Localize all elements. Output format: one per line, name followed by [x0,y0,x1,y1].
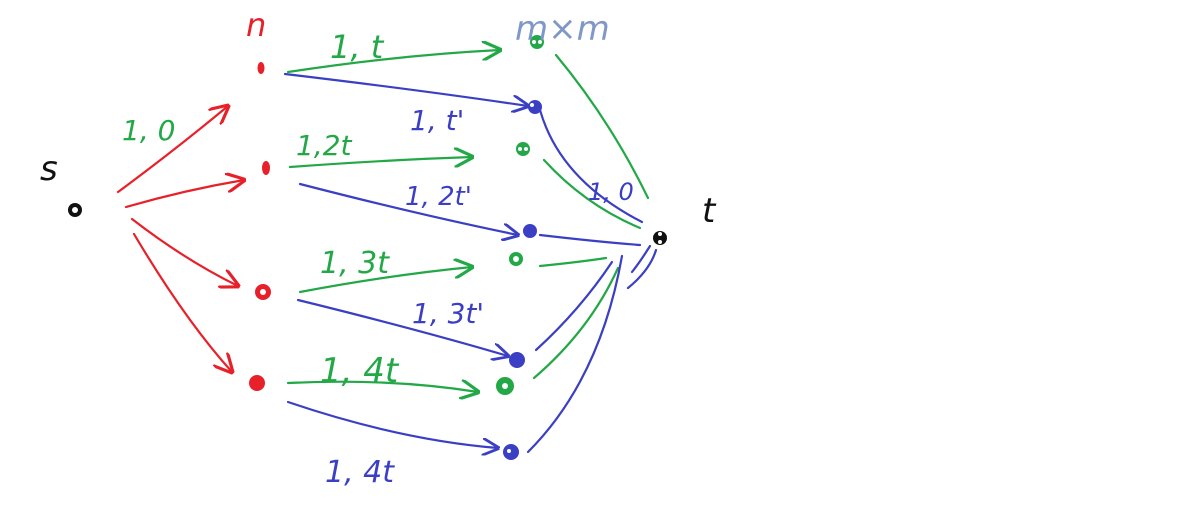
green-edge-label-3: 1, 3t [320,246,390,281]
node-b4 [503,444,519,460]
edge-g4-t [532,266,620,380]
edge-extra-t2 [630,244,652,274]
edge-b1-t [538,108,644,224]
node-n1 [257,62,265,74]
blue-edges [283,72,528,448]
sink-label: t [702,191,717,231]
edge-n4-b4 [286,400,498,448]
green-edges [286,50,500,392]
node-g4 [496,377,514,395]
blue-edge-label-1: 1, t' [410,104,464,137]
edge-n2-g2 [288,157,472,169]
edge-s-n1 [116,106,228,194]
sink-edge-label: 1, 0 [588,178,634,206]
sink-edges [526,53,658,454]
source-edge-label: 1, 0 [122,114,175,147]
green-edge-label-1: 1, t [330,28,385,66]
edge-b3-t [534,260,614,352]
node-g2 [516,142,530,156]
second-layer-green-nodes [496,35,544,395]
sink-node [653,231,667,245]
node-g3 [509,252,523,266]
node-b1 [528,100,542,114]
node-n4 [249,375,265,391]
edge-b4-t [526,254,624,454]
edge-s-n3 [130,217,238,286]
edge-extra-t [626,248,658,290]
edge-g1-t [554,53,650,200]
edge-n1-b1 [283,72,528,106]
edge-s-n4 [132,232,232,372]
node-n3 [255,284,271,300]
node-b3 [509,352,525,368]
blue-edge-label-2: 1, 2t' [405,182,472,212]
edge-n3-g3 [298,267,472,294]
blue-edge-label-3: 1, 3t' [412,297,484,330]
source-node [68,203,82,217]
node-b2 [523,224,537,238]
edge-n1-g1 [286,50,500,74]
node-g1 [530,35,544,49]
edge-n4-g4 [286,382,478,392]
edge-g2-t [542,158,642,230]
edge-s-n2 [124,180,244,209]
edge-b2-t [538,233,642,247]
first-layer-label: n [246,6,266,44]
source-label: s [40,149,58,189]
labels: s t n m×m 1, 0 1, t 1, t' 1,2t 1, 2t' 1,… [40,6,717,490]
edge-g3-t [538,256,608,268]
edge-n3-b3 [296,298,508,356]
first-layer-nodes [249,62,271,391]
green-edge-label-2: 1,2t [296,129,353,162]
blue-edge-label-4: 1, 4t [325,455,395,490]
green-edge-label-4: 1, 4t [320,351,400,391]
second-layer-blue-nodes [503,100,542,460]
source-edges [116,106,244,372]
second-layer-label: m×m [515,9,610,49]
edge-n2-b2 [298,182,518,235]
node-n2 [262,161,270,175]
